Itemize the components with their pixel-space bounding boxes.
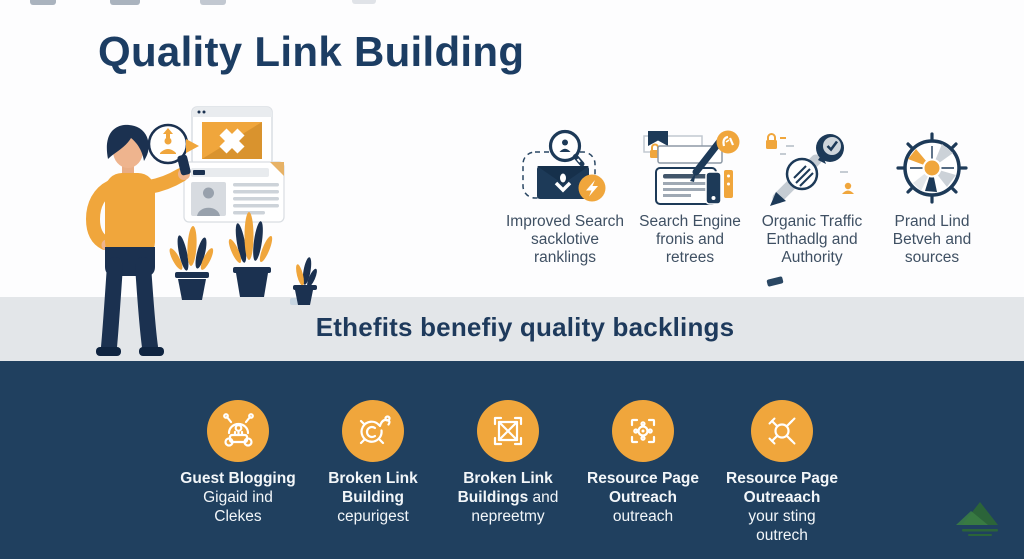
render-artifact [110, 0, 140, 5]
strategy-broken-link-buildings: Broken Link Buildings and nepreetmy [433, 400, 583, 526]
caption-line: Resource Page [726, 470, 838, 487]
feature-organic-traffic: Organic Traffic Enthadlg and Authority [750, 126, 874, 267]
render-artifact [290, 298, 302, 305]
caption-line: Building [342, 489, 404, 506]
search-mail-icon [522, 129, 606, 202]
caption-line: sacklotive [530, 231, 600, 248]
strategy-icon-circle [342, 400, 404, 462]
caption-line: Authority [781, 249, 843, 266]
caption-line: Buildings and [457, 489, 559, 506]
strategy-icon-circle [207, 400, 269, 462]
feature-caption: Search Engine fronis and retrees [628, 213, 752, 267]
feature-search-engine: Search Engine fronis and retrees [628, 126, 752, 267]
broken-square-icon [493, 416, 523, 446]
strategy-icon-circle [612, 400, 674, 462]
target-question-icon [359, 415, 391, 445]
feature-caption: Organic Traffic Enthadlg and Authority [750, 213, 874, 267]
caption-line: ranklings [533, 249, 597, 266]
strategy-resource-page-outreaach: Resource Page Outreaach your sting outre… [707, 400, 857, 545]
pen-check-icon [766, 133, 854, 206]
document-card [183, 161, 285, 223]
benefits-band: Ethefits benefiy quality backlings [0, 297, 1024, 361]
caption-line: Prand Lind [894, 213, 970, 230]
strategy-caption: Resource Page Outreaach your sting outre… [707, 469, 857, 545]
crossed-tools-icon [768, 417, 796, 445]
caption-line: Improved Search [505, 213, 625, 230]
caption-line: Broken Link [463, 470, 553, 487]
caption-line: Enthadlg and [766, 231, 858, 248]
benefits-band-title: Ethefits benefiy quality backlings [315, 312, 735, 342]
wheel-icon [896, 132, 968, 204]
caption-line: Guest Blogging [180, 470, 296, 487]
caption-line: Outreaach [743, 489, 821, 506]
strategy-icon-circle [751, 400, 813, 462]
browser-window [191, 106, 273, 166]
strategy-resource-page-outreach: Resource Page Outreach outreach [568, 400, 718, 526]
caption-line: outrech [756, 527, 808, 544]
caption-line: Betveh and [892, 231, 972, 248]
plant-pots [169, 212, 317, 305]
person-illustration [85, 124, 191, 356]
link-building-illustration [85, 106, 317, 356]
caption-line: Gigaid ind [203, 489, 273, 506]
caption-line: retrees [665, 249, 715, 266]
render-artifact [352, 0, 376, 4]
caption-line: Organic Traffic [761, 213, 863, 230]
caption-line: cepurigest [337, 508, 409, 525]
caption-line: Clekes [214, 508, 262, 525]
feature-caption: Prand Lind Betveh and sources [870, 213, 994, 267]
strategy-caption: Guest Blogging Gigaid ind Clekes [163, 469, 313, 526]
render-artifact [30, 0, 56, 5]
mountain-logo [956, 502, 998, 536]
caption-line: fronis and [655, 231, 725, 248]
strategy-caption: Broken Link Buildings and nepreetmy [433, 469, 583, 526]
caption-line: Resource Page [587, 470, 699, 487]
page-title: Quality Link Building [98, 28, 525, 75]
strategy-caption: Broken Link Building cepurigest [298, 469, 448, 526]
feature-brand-links: Prand Lind Betveh and sources [870, 126, 994, 267]
strategy-broken-link-building: Broken Link Building cepurigest [298, 400, 448, 526]
scan-frame-icon [630, 418, 656, 444]
caption-line: nepreetmy [471, 508, 545, 525]
link-badge [147, 123, 199, 165]
caption-line: outreach [612, 508, 674, 525]
caption-line: Outreach [608, 489, 678, 506]
render-artifact [766, 276, 784, 287]
feature-improved-search: Improved Search sacklotive ranklings [503, 126, 627, 267]
robot-crawler-icon [223, 413, 254, 447]
render-artifact [200, 0, 226, 5]
strategy-guest-blogging: Guest Blogging Gigaid ind Clekes [163, 400, 313, 526]
caption-line: your sting [748, 508, 816, 525]
strategy-icon-circle [477, 400, 539, 462]
feature-caption: Improved Search sacklotive ranklings [503, 213, 627, 267]
strategy-caption: Resource Page Outreach outreach [568, 469, 718, 526]
content-pen-icon [643, 130, 740, 205]
caption-line: sources [904, 249, 960, 266]
caption-line: Broken Link [328, 470, 418, 487]
caption-line: Search Engine [639, 213, 741, 230]
